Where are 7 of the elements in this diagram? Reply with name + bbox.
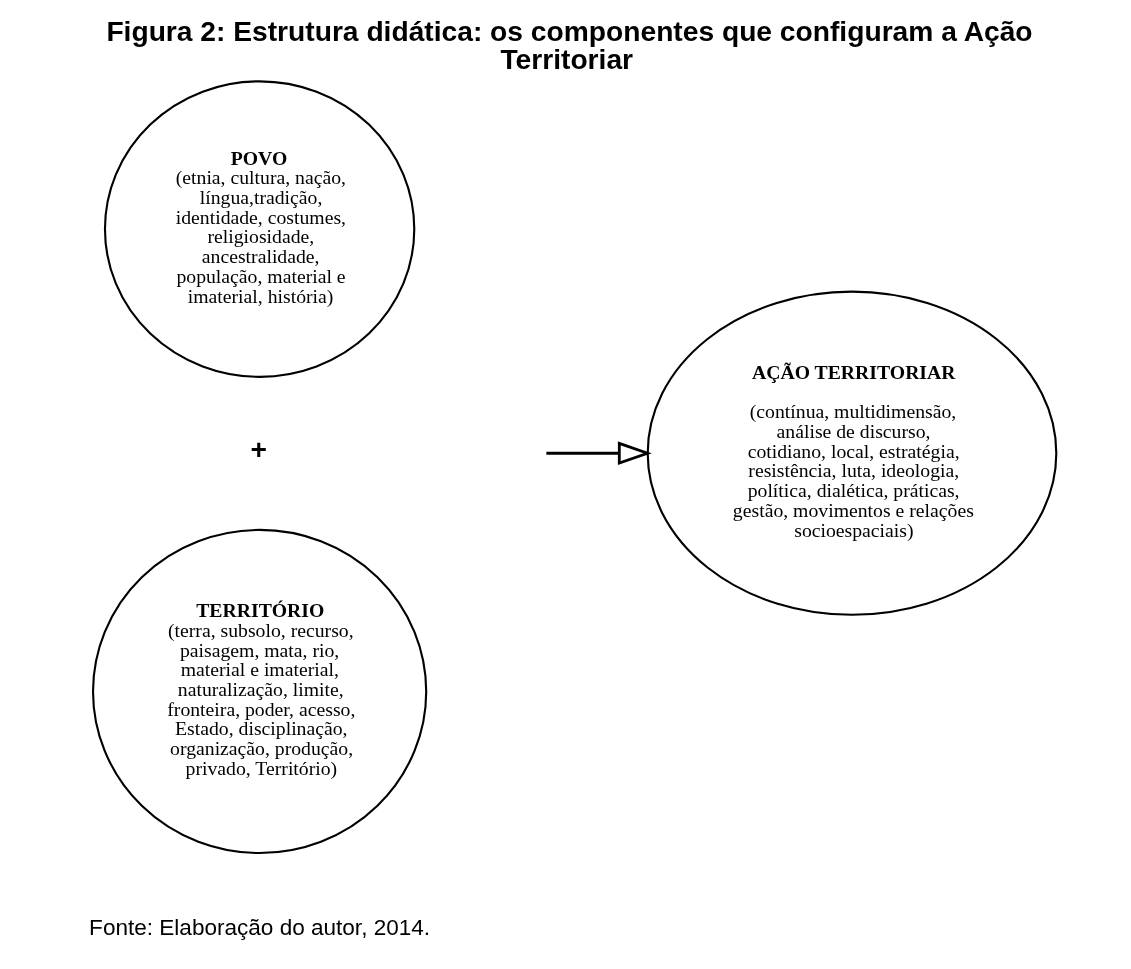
caption: Fonte: Elaboração do autor, 2014. xyxy=(88,915,430,941)
label: + xyxy=(249,432,267,465)
node-circle: POVO (etnia, cultura, nação, língua,tradição, identidade, costumes, religiosidade, ancestralidade, população, material e imaterial, história) xyxy=(103,80,415,378)
node-circle: TERRITÓRIO (terra, subsolo, recurso, paisagem, mata, rio, material e imaterial, naturalização, limite, fronteira, poder, acesso, Estado, disciplinação, organização, produção, privado, Território) xyxy=(91,528,427,855)
arrow xyxy=(545,441,652,466)
node-ellipse: AÇÃO TERRITORIAR (contínua, multidimensão, análise de discurso, cotidiano, local, estratégia, resistência, luta, ideologia, política, dialética, práticas, gestão, movimentos e relações socioespaciais) xyxy=(646,290,1057,616)
diagram-title: Figura 2: Estrutura didática: os componentes que configuram a Ação Territoriar xyxy=(105,14,1033,75)
